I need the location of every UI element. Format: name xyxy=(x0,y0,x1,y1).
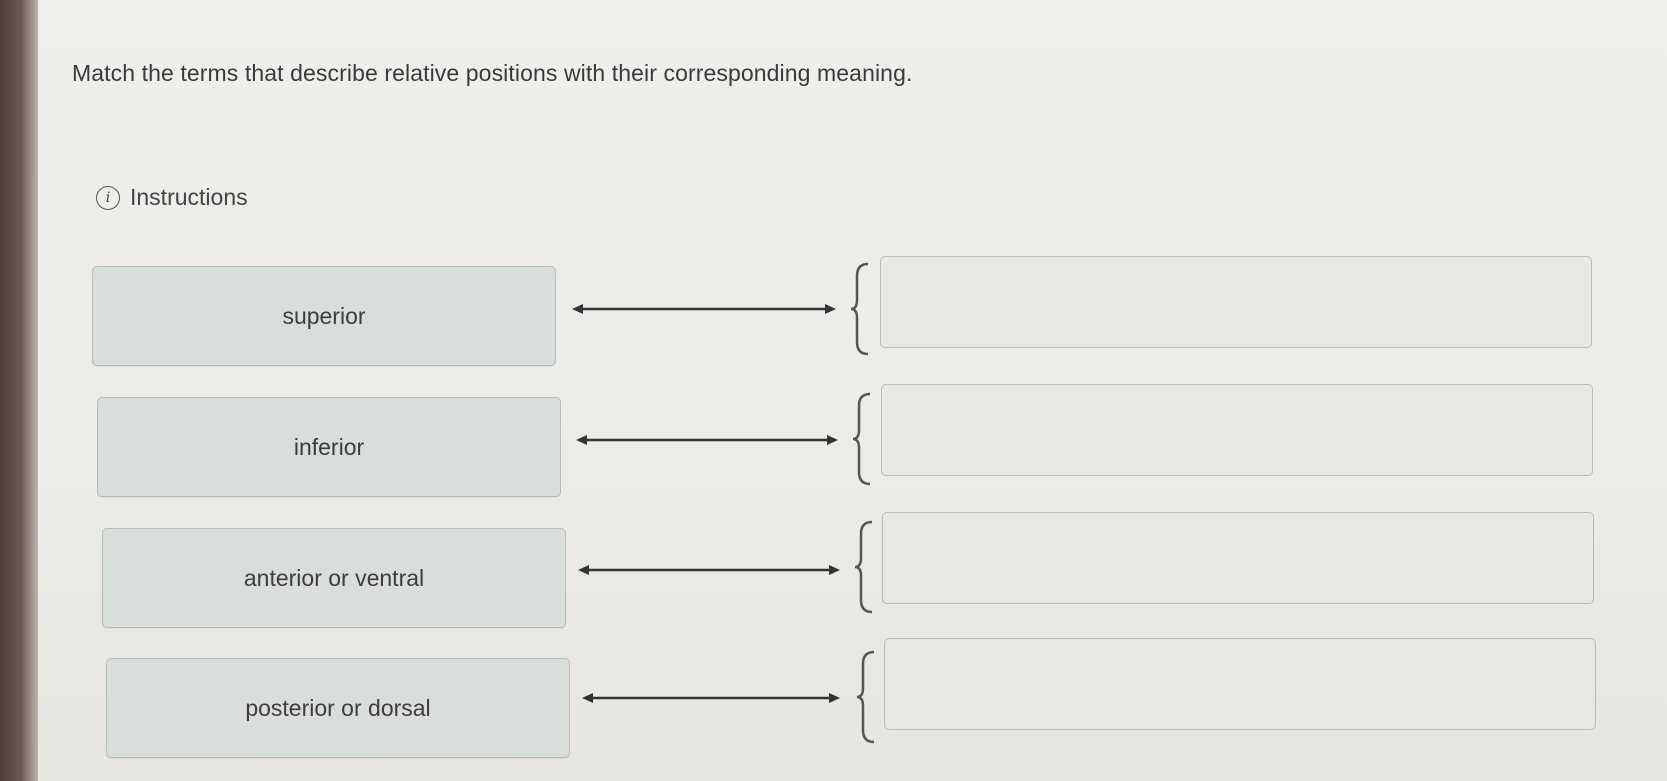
term-posterior-or-dorsal[interactable]: posterior or dorsal xyxy=(106,658,570,758)
double-arrow-icon xyxy=(578,565,840,575)
question-text: Match the terms that describe relative p… xyxy=(72,60,913,86)
term-label: anterior or ventral xyxy=(243,564,425,591)
meaning-drop-slot[interactable] xyxy=(884,638,1596,730)
term-label: superior xyxy=(282,302,366,329)
meaning-drop-slot[interactable] xyxy=(881,384,1593,476)
term-label: inferior xyxy=(293,433,365,460)
term-label: posterior or dorsal xyxy=(245,694,431,721)
term-inferior[interactable]: inferior xyxy=(97,397,561,497)
double-arrow-icon xyxy=(582,693,840,703)
info-icon: i xyxy=(96,185,120,210)
screen-bezel xyxy=(0,0,38,781)
instructions-toggle[interactable]: i Instructions xyxy=(96,184,248,211)
double-arrow-icon xyxy=(576,435,838,445)
brace-icon xyxy=(852,392,871,486)
brace-icon xyxy=(850,262,869,356)
meaning-drop-slot[interactable] xyxy=(882,512,1594,604)
brace-icon xyxy=(856,650,875,744)
term-anterior-or-ventral[interactable]: anterior or ventral xyxy=(102,528,566,628)
instructions-label: Instructions xyxy=(130,184,248,210)
double-arrow-icon xyxy=(572,304,836,314)
brace-icon xyxy=(854,520,873,614)
meaning-drop-slot[interactable] xyxy=(880,256,1592,348)
term-superior[interactable]: superior xyxy=(92,266,556,366)
